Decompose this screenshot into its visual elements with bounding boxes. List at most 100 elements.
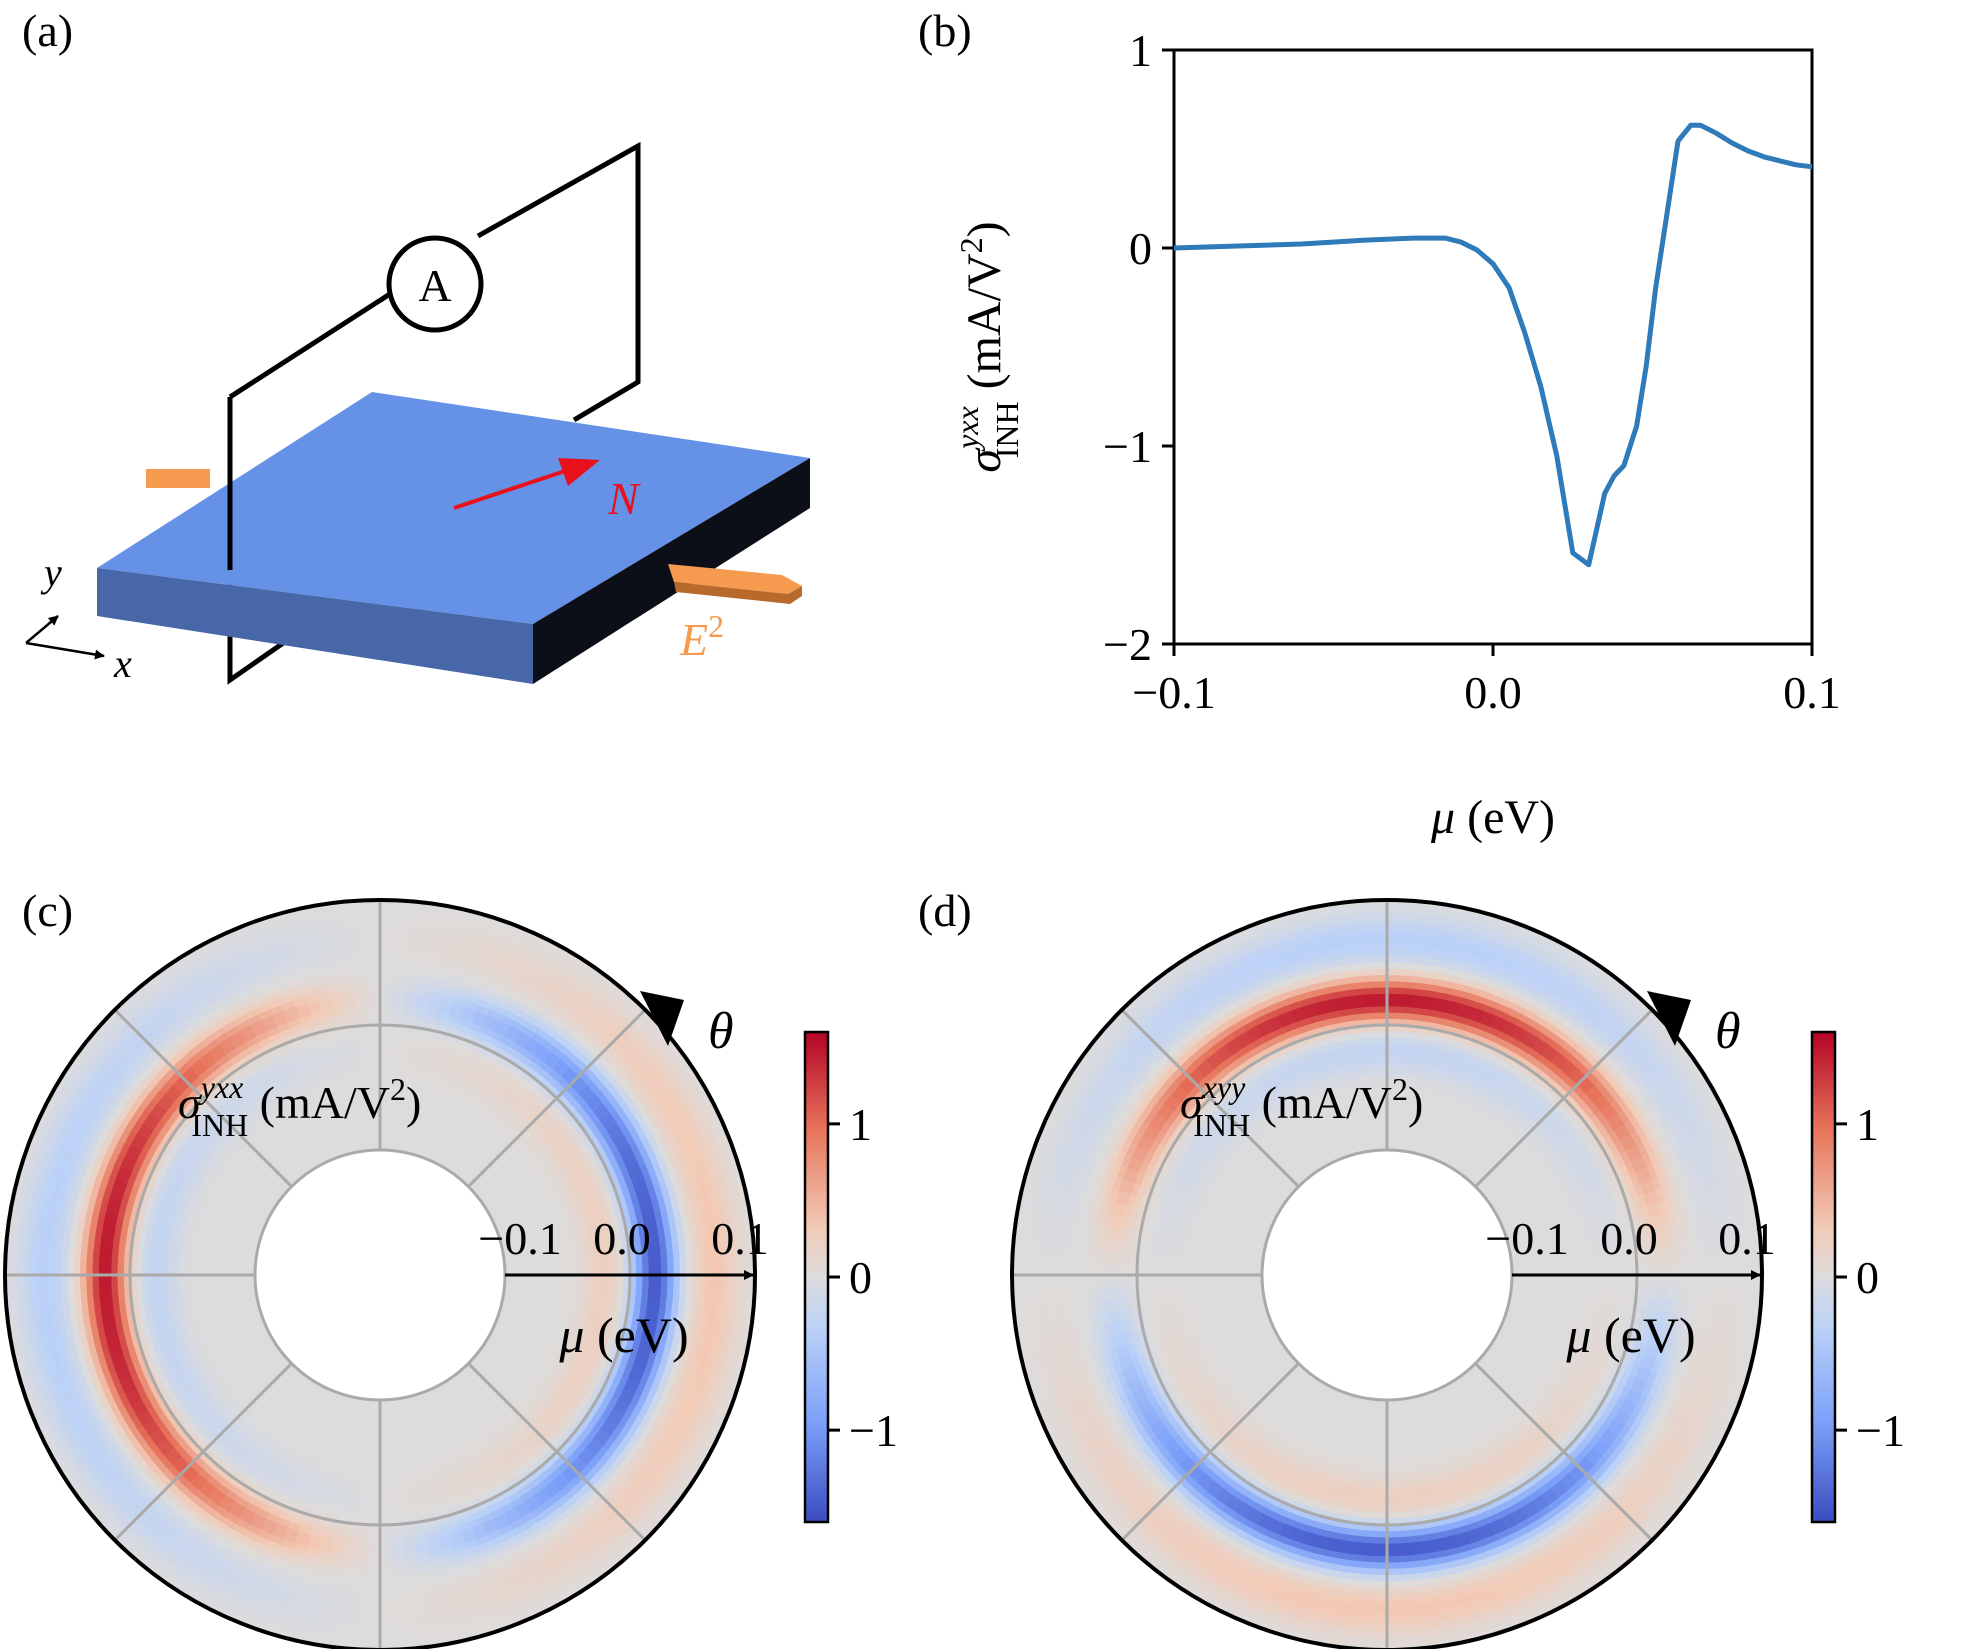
heatmap-cell: [388, 1467, 399, 1476]
heatmap-cell: [510, 1262, 518, 1270]
heatmap-cell: [366, 999, 380, 1007]
heatmap-cell: [654, 1261, 662, 1275]
panel-a-label: (a): [22, 5, 73, 56]
heatmap-cell: [334, 1412, 344, 1421]
e-field-label: E2: [679, 608, 724, 665]
heatmap-cell: [505, 1308, 514, 1317]
panel-a: (a) N E2 A x y: [22, 5, 810, 686]
heatmap-cell: [523, 1280, 531, 1289]
heatmap-cell: [364, 955, 380, 963]
heatmap-cell: [380, 1605, 397, 1614]
heatmap-cell: [341, 1413, 350, 1423]
heatmap-cell: [360, 1417, 368, 1426]
heatmap-cell: [366, 1418, 375, 1426]
heatmap-cell: [236, 1287, 244, 1295]
heatmap-cell: [372, 1124, 380, 1132]
heatmap-cell: [236, 1292, 245, 1301]
heatmap-cell: [241, 1275, 249, 1282]
heatmap-cell: [223, 1261, 231, 1270]
plot-frame: [1172, 48, 1814, 646]
heatmap-cell: [517, 1311, 526, 1321]
y-tick-label: 1: [1129, 25, 1152, 76]
heatmap-cell: [397, 1410, 406, 1419]
circuit-wire-top-left: [228, 289, 395, 400]
heatmap-cell: [217, 1260, 225, 1269]
heatmap-cell: [269, 1363, 279, 1373]
heatmap-cell: [515, 1292, 524, 1301]
heatmap-cell: [236, 1256, 244, 1264]
heatmap-cell: [617, 1263, 625, 1275]
heatmap-cell: [511, 1231, 520, 1240]
heatmap-cell: [373, 1136, 380, 1144]
heatmap-cell: [359, 1125, 368, 1133]
heatmap-cell: [402, 1138, 410, 1147]
heatmap-cell: [248, 1227, 257, 1236]
heatmap-cell: [472, 1168, 483, 1178]
heatmap-cell: [154, 1275, 162, 1286]
heatmap-cell: [411, 1413, 420, 1422]
heatmap-cell: [387, 1443, 396, 1451]
heatmap-cell: [334, 1129, 343, 1139]
heatmap-cell: [366, 986, 380, 995]
heatmap-cell: [516, 1229, 526, 1238]
heatmap-cell: [660, 1261, 669, 1275]
heatmap-cell: [364, 943, 380, 951]
heatmap-cell: [243, 1245, 252, 1253]
heatmap-cell: [476, 1172, 487, 1183]
n-vector-label: N: [607, 473, 641, 524]
heatmap-cell: [116, 1275, 124, 1288]
heatmap-cell: [397, 1404, 405, 1412]
heatmap-cell: [522, 1254, 530, 1263]
heatmap-cell: [386, 1411, 394, 1420]
y-tick-label: −1: [1103, 421, 1152, 472]
heatmap-cell: [512, 1237, 521, 1246]
series-points: [1173, 125, 1813, 565]
heatmap-cell: [380, 1412, 387, 1420]
heatmap-cell: [273, 1367, 284, 1378]
heatmap-cell: [246, 1309, 255, 1318]
heatmap-cell: [414, 1400, 423, 1409]
heatmap-cell: [415, 1135, 424, 1144]
slab-top: [97, 392, 810, 624]
heatmap-cell: [380, 1580, 395, 1589]
ammeter-label: A: [418, 260, 451, 311]
heatmap-cell: [367, 1137, 375, 1145]
heatmap-cell: [517, 1268, 525, 1275]
heatmap-cell: [514, 1243, 523, 1252]
heatmap-cell: [516, 1286, 524, 1294]
slab-front: [97, 568, 533, 684]
heatmap-cell: [192, 1282, 200, 1293]
heatmap-cell: [204, 1282, 212, 1291]
heatmap-cell: [366, 980, 380, 988]
heatmap-cell: [148, 1275, 156, 1286]
heatmap-cell: [98, 1275, 106, 1289]
heatmap-cell: [521, 1293, 530, 1302]
heatmap-cell: [367, 1412, 375, 1420]
heatmap-cell: [514, 1298, 523, 1307]
heatmap-cell: [481, 1177, 491, 1187]
heatmap-cell: [242, 1280, 250, 1288]
heatmap-cell: [353, 1416, 362, 1425]
heatmap-cell: [110, 1275, 118, 1288]
heatmap-cell: [246, 1233, 255, 1242]
axis-x-arrow: [25, 641, 105, 660]
heatmap-cell: [380, 1549, 394, 1557]
heatmap-cell: [509, 1250, 517, 1258]
heatmap-cell: [380, 1562, 394, 1570]
heatmap-cell: [85, 1275, 93, 1289]
heatmap-cell: [342, 1407, 351, 1417]
heatmap-cell: [518, 1305, 528, 1314]
heatmap-cell: [512, 1304, 522, 1313]
heatmap-cell: [223, 1281, 231, 1290]
heatmap-cell: [380, 1599, 396, 1607]
ammeter-circle: [386, 235, 484, 333]
heatmap-cell: [368, 1405, 375, 1413]
panel-b-label: (b): [918, 5, 972, 56]
heatmap-cell: [522, 1287, 531, 1295]
heatmap-cell: [521, 1248, 530, 1257]
heatmap-cell: [243, 1251, 251, 1259]
heatmap-cell: [380, 1399, 387, 1407]
